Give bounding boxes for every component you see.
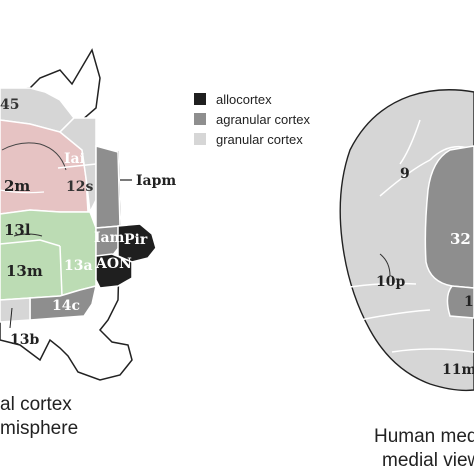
- iai-12s-divider: [57, 163, 97, 169]
- label-13l: 13l: [4, 221, 31, 239]
- left-caption-line1: al cortex: [0, 394, 72, 415]
- label-32: 32: [450, 230, 471, 248]
- label-11m: 11m: [442, 362, 474, 378]
- label-45: 45: [0, 97, 19, 113]
- right-inner-line: [379, 253, 391, 277]
- label-13b: 13b: [10, 332, 39, 348]
- label-aon: AON: [95, 256, 132, 272]
- right-divider-mid: [343, 282, 417, 289]
- right-divider-low: [359, 309, 431, 321]
- green-divider-2: [59, 245, 63, 297]
- label-13a: 13a: [64, 258, 93, 274]
- right-caption-line1: Human med: [374, 426, 474, 447]
- green-line-13l: [13, 233, 43, 237]
- left-orbital-map: 45 Iai 12s 2m Iapm 13l Iam Pir 13m 13a A…: [0, 48, 176, 439]
- region-14c: [29, 284, 97, 321]
- legend-label-agranular: agranular cortex: [216, 112, 310, 127]
- region-aon: [95, 253, 133, 289]
- right-divider-bottom: [391, 348, 474, 353]
- label-10p: 10p: [376, 274, 405, 290]
- right-divider-9a: [379, 159, 431, 197]
- left-caption-line2: misphere: [0, 418, 78, 439]
- region-14c-bottom: [0, 297, 31, 323]
- right-medial-map: 9 32 10p 1 11m Human med medial view: [339, 89, 474, 471]
- region-pink-divider-2: [0, 189, 45, 194]
- region-iai-12s: [58, 117, 97, 215]
- pointer-13b: [9, 307, 13, 329]
- label-iapm: Iapm: [136, 173, 176, 189]
- legend-label-granular: granular cortex: [216, 132, 303, 147]
- legend: allocortex agranular cortex granular cor…: [194, 92, 310, 147]
- label-9: 9: [400, 166, 410, 182]
- region-iapm: [95, 145, 121, 229]
- legend-label-allocortex: allocortex: [216, 92, 272, 107]
- legend-swatch-granular: [194, 133, 206, 145]
- region-1x: [446, 285, 474, 319]
- region-32: [424, 145, 474, 289]
- label-2m: 2m: [4, 177, 30, 195]
- region-iam: [95, 225, 121, 257]
- label-13m: 13m: [6, 262, 43, 280]
- region-pink-divider: [1, 142, 67, 171]
- green-divider-1: [0, 239, 61, 247]
- label-pir: Pir: [124, 232, 148, 248]
- label-14c: 14c: [52, 298, 80, 314]
- label-iam: Iam: [94, 230, 125, 246]
- legend-swatch-allocortex: [194, 93, 206, 105]
- label-1: 1: [464, 294, 474, 310]
- label-12s: 12s: [66, 179, 93, 195]
- right-caption-line2: medial view: [382, 450, 474, 471]
- right-divider-9b: [399, 119, 421, 165]
- label-iai: Iai: [64, 151, 85, 167]
- legend-swatch-agranular: [194, 113, 206, 125]
